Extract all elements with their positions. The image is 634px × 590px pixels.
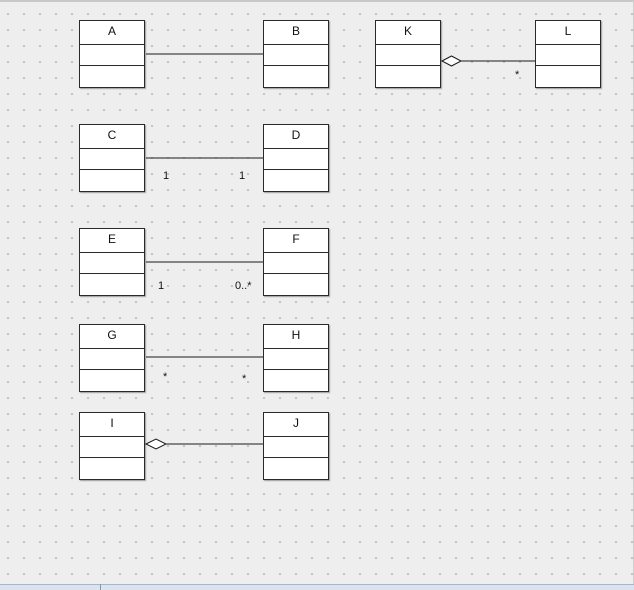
class-c-operations[interactable] [80, 170, 144, 191]
class-h-attributes[interactable] [264, 349, 328, 370]
class-d-name: D [264, 125, 328, 149]
top-border [0, 0, 634, 2]
multiplicity-g-h-from: * [163, 371, 168, 383]
class-a[interactable]: A [79, 20, 145, 88]
class-f[interactable]: F [263, 228, 329, 296]
multiplicity-e-f-from: 1 [158, 280, 164, 292]
class-i-attributes[interactable] [80, 437, 144, 458]
horizontal-scrollbar[interactable] [0, 584, 634, 590]
class-i[interactable]: I [79, 412, 145, 480]
multiplicity-k-l-to: * [515, 69, 520, 81]
class-e-operations[interactable] [80, 274, 144, 295]
class-c-attributes[interactable] [80, 149, 144, 170]
class-k-attributes[interactable] [376, 45, 440, 66]
class-d-operations[interactable] [264, 170, 328, 191]
class-a-name: A [80, 21, 144, 45]
class-j[interactable]: J [263, 412, 329, 480]
class-g-attributes[interactable] [80, 349, 144, 370]
scrollbar-divider [100, 584, 101, 590]
multiplicity-g-h-to: * [242, 373, 247, 385]
class-a-attributes[interactable] [80, 45, 144, 66]
class-c[interactable]: C [79, 124, 145, 192]
aggregation-diamond-i [144, 438, 168, 450]
class-l-operations[interactable] [536, 66, 600, 87]
class-j-operations[interactable] [264, 458, 328, 479]
class-d-attributes[interactable] [264, 149, 328, 170]
class-f-name: F [264, 229, 328, 253]
class-h-operations[interactable] [264, 370, 328, 391]
class-h-name: H [264, 325, 328, 349]
class-d[interactable]: D [263, 124, 329, 192]
class-e[interactable]: E [79, 228, 145, 296]
class-l[interactable]: L [535, 20, 601, 88]
class-f-operations[interactable] [264, 274, 328, 295]
class-e-attributes[interactable] [80, 253, 144, 274]
multiplicity-e-f-to: 0..* [235, 280, 252, 292]
class-k[interactable]: K [375, 20, 441, 88]
class-b-name: B [264, 21, 328, 45]
class-e-name: E [80, 229, 144, 253]
class-b-attributes[interactable] [264, 45, 328, 66]
class-i-name: I [80, 413, 144, 437]
class-k-name: K [376, 21, 440, 45]
class-b-operations[interactable] [264, 66, 328, 87]
class-g[interactable]: G [79, 324, 145, 392]
class-j-attributes[interactable] [264, 437, 328, 458]
class-a-operations[interactable] [80, 66, 144, 87]
aggregation-diamond-k [440, 55, 463, 67]
class-k-operations[interactable] [376, 66, 440, 87]
class-l-name: L [536, 21, 600, 45]
class-l-attributes[interactable] [536, 45, 600, 66]
class-f-attributes[interactable] [264, 253, 328, 274]
class-i-operations[interactable] [80, 458, 144, 479]
multiplicity-c-d-from: 1 [163, 170, 169, 182]
class-h[interactable]: H [263, 324, 329, 392]
class-g-name: G [80, 325, 144, 349]
class-g-operations[interactable] [80, 370, 144, 391]
class-j-name: J [264, 413, 328, 437]
class-b[interactable]: B [263, 20, 329, 88]
class-c-name: C [80, 125, 144, 149]
multiplicity-c-d-to: 1 [239, 170, 245, 182]
